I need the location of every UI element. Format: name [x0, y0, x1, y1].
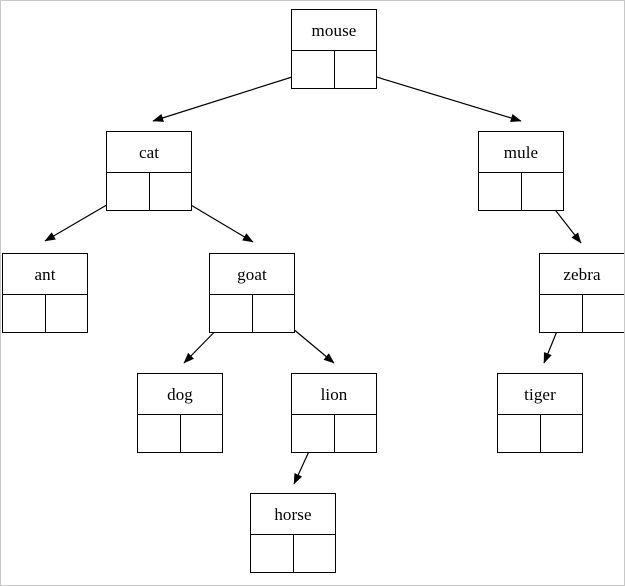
node-pointers-zebra: [540, 295, 624, 332]
right-pointer-cell-lion[interactable]: [335, 415, 377, 452]
right-pointer-cell-mule[interactable]: [522, 173, 564, 210]
node-pointers-lion: [292, 415, 376, 452]
left-pointer-cell-goat[interactable]: [210, 295, 253, 332]
tree-node-tiger[interactable]: tiger: [497, 373, 583, 453]
left-pointer-cell-dog[interactable]: [138, 415, 181, 452]
node-pointers-cat: [107, 173, 191, 210]
node-label-mule: mule: [479, 132, 563, 173]
node-label-goat: goat: [210, 254, 294, 295]
node-label-cat: cat: [107, 132, 191, 173]
right-pointer-cell-goat[interactable]: [253, 295, 295, 332]
tree-node-mule[interactable]: mule: [478, 131, 564, 211]
right-pointer-cell-mouse[interactable]: [335, 51, 377, 88]
left-pointer-cell-mouse[interactable]: [292, 51, 335, 88]
node-label-dog: dog: [138, 374, 222, 415]
node-pointers-dog: [138, 415, 222, 452]
node-pointers-tiger: [498, 415, 582, 452]
left-pointer-cell-mule[interactable]: [479, 173, 522, 210]
tree-node-zebra[interactable]: zebra: [539, 253, 624, 333]
node-pointers-ant: [3, 295, 87, 332]
tree-node-dog[interactable]: dog: [137, 373, 223, 453]
left-pointer-cell-lion[interactable]: [292, 415, 335, 452]
node-pointers-goat: [210, 295, 294, 332]
left-pointer-cell-tiger[interactable]: [498, 415, 541, 452]
tree-node-goat[interactable]: goat: [209, 253, 295, 333]
tree-node-ant[interactable]: ant: [2, 253, 88, 333]
tree-node-cat[interactable]: cat: [106, 131, 192, 211]
edge-mouse-right-to-mule: [356, 70, 522, 123]
node-label-tiger: tiger: [498, 374, 582, 415]
node-pointers-mule: [479, 173, 563, 210]
node-label-mouse: mouse: [292, 10, 376, 51]
node-label-zebra: zebra: [540, 254, 624, 295]
edge-mouse-left-to-cat: [152, 70, 312, 122]
tree-node-horse[interactable]: horse: [250, 493, 336, 573]
right-pointer-cell-dog[interactable]: [181, 415, 223, 452]
left-pointer-cell-cat[interactable]: [107, 173, 150, 210]
left-pointer-cell-horse[interactable]: [251, 535, 294, 572]
right-pointer-cell-tiger[interactable]: [541, 415, 583, 452]
left-pointer-cell-ant[interactable]: [3, 295, 46, 332]
left-pointer-cell-zebra[interactable]: [540, 295, 583, 332]
right-pointer-cell-ant[interactable]: [46, 295, 88, 332]
tree-node-mouse[interactable]: mouse: [291, 9, 377, 89]
node-label-ant: ant: [3, 254, 87, 295]
right-pointer-cell-horse[interactable]: [294, 535, 336, 572]
tree-node-lion[interactable]: lion: [291, 373, 377, 453]
node-pointers-horse: [251, 535, 335, 572]
right-pointer-cell-cat[interactable]: [150, 173, 192, 210]
node-pointers-mouse: [292, 51, 376, 88]
right-pointer-cell-zebra[interactable]: [583, 295, 625, 332]
node-label-horse: horse: [251, 494, 335, 535]
node-label-lion: lion: [292, 374, 376, 415]
